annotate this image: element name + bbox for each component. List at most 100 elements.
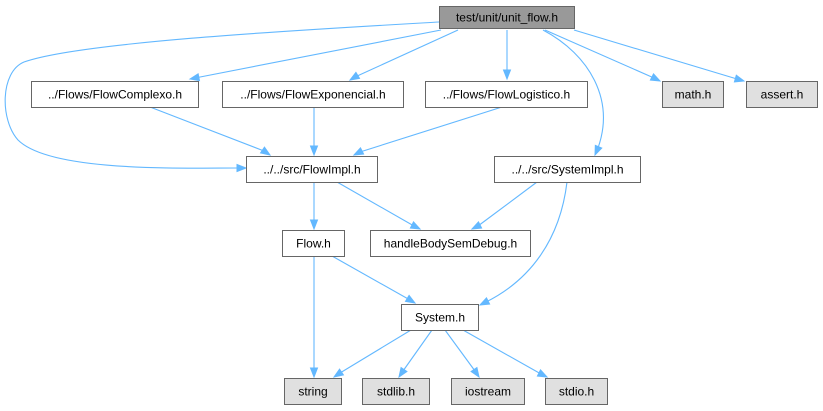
arrowhead-icon xyxy=(348,71,361,81)
arrowhead-icon xyxy=(478,296,491,306)
edge-line xyxy=(336,181,415,227)
node-box xyxy=(401,304,479,331)
node-box xyxy=(222,81,404,108)
node-flow-complexo[interactable]: ../Flows/FlowComplexo.h xyxy=(31,81,199,108)
node-label: test/unit/unit_flow.h xyxy=(456,11,558,25)
arrowhead-icon xyxy=(309,219,319,231)
node-label: ../Flows/FlowExponencial.h xyxy=(240,88,385,102)
arrowhead-icon xyxy=(259,146,272,156)
edge-unit_flow-to-flow_impl xyxy=(4,21,440,173)
edge-system_impl-to-system_h xyxy=(478,181,568,306)
edge-line xyxy=(573,29,738,80)
node-stdlib-h: stdlib.h xyxy=(362,378,430,405)
edge-line xyxy=(149,106,265,152)
edge-system_h-to-stdio_h xyxy=(462,329,549,378)
node-box xyxy=(662,81,724,108)
node-stdio-h: stdio.h xyxy=(545,378,608,405)
node-box xyxy=(362,378,430,405)
edge-line xyxy=(194,29,442,79)
edge-flow_impl-to-flow_h xyxy=(309,182,319,231)
edge-flow_logistico-to-flow_impl xyxy=(352,106,503,156)
edge-line xyxy=(402,329,433,372)
edge-line xyxy=(359,106,503,153)
node-box xyxy=(439,6,575,29)
edge-system_h-to-iostream xyxy=(444,329,480,379)
node-box xyxy=(31,81,199,108)
edge-line xyxy=(542,29,604,149)
node-label: Flow.h xyxy=(296,237,331,251)
edge-line xyxy=(462,329,542,375)
edge-unit_flow-to-assert_h xyxy=(573,29,746,83)
node-box xyxy=(282,230,345,257)
node-flow-logistico[interactable]: ../Flows/FlowLogistico.h xyxy=(425,81,588,108)
node-iostream: iostream xyxy=(451,378,525,405)
node-system-impl[interactable]: ../../src/SystemImpl.h xyxy=(494,156,641,183)
arrowhead-icon xyxy=(649,72,662,82)
arrowhead-icon xyxy=(502,69,512,81)
node-label: assert.h xyxy=(761,88,804,102)
arrowhead-icon xyxy=(309,367,319,379)
edge-line xyxy=(354,29,459,78)
node-string: string xyxy=(284,378,342,405)
node-math-h: math.h xyxy=(662,81,724,108)
edge-flow_impl-to-handle_body xyxy=(336,181,422,230)
edge-unit_flow-to-flow_logistico xyxy=(502,30,512,81)
arrowhead-icon xyxy=(470,220,483,230)
edge-unit_flow-to-flow_exponencial xyxy=(348,29,459,81)
edge-system_h-to-string xyxy=(332,329,412,378)
node-label: ../../src/FlowImpl.h xyxy=(263,163,360,177)
edge-line xyxy=(544,29,655,79)
node-box xyxy=(425,81,588,108)
arrowhead-icon xyxy=(398,366,408,379)
node-label: ../Flows/FlowLogistico.h xyxy=(443,88,570,102)
edge-line xyxy=(331,255,411,301)
node-label: ../../src/SystemImpl.h xyxy=(511,163,623,177)
node-label: stdio.h xyxy=(559,385,594,399)
node-box xyxy=(370,230,531,257)
node-flow-h[interactable]: Flow.h xyxy=(282,230,345,257)
edge-system_h-to-stdlib_h xyxy=(398,329,433,379)
edge-line xyxy=(4,21,440,169)
node-label: iostream xyxy=(465,385,511,399)
edge-flow_h-to-string xyxy=(309,256,319,379)
edge-line xyxy=(444,329,476,372)
node-box xyxy=(746,81,818,108)
node-label: ../Flows/FlowComplexo.h xyxy=(48,88,182,102)
edge-unit_flow-to-flow_complexo xyxy=(188,29,442,82)
node-flow-exponencial[interactable]: ../Flows/FlowExponencial.h xyxy=(222,81,404,108)
arrowhead-icon xyxy=(536,368,549,378)
edge-line xyxy=(477,181,538,227)
node-unit-flow: test/unit/unit_flow.h xyxy=(439,6,575,29)
node-label: string xyxy=(298,385,327,399)
node-label: System.h xyxy=(415,311,465,325)
node-label: stdlib.h xyxy=(377,385,415,399)
arrowhead-icon xyxy=(470,366,480,379)
node-box xyxy=(494,156,641,183)
arrowhead-icon xyxy=(332,368,345,378)
header-nodes: test/unit/unit_flow.h ../Flows/FlowComple… xyxy=(31,6,818,405)
edge-line xyxy=(339,329,412,374)
edge-flow_exponencial-to-flow_impl xyxy=(309,107,319,157)
node-label: handleBodySemDebug.h xyxy=(384,237,517,251)
node-box xyxy=(545,378,608,405)
arrowhead-icon xyxy=(309,145,319,157)
node-box xyxy=(451,378,525,405)
arrowhead-icon xyxy=(236,163,248,173)
arrowhead-icon xyxy=(594,144,603,157)
edge-system_impl-to-handle_body xyxy=(470,181,538,230)
edge-line xyxy=(485,181,568,303)
edge-flow_h-to-system_h xyxy=(331,255,417,304)
edge-unit_flow-to-system_impl xyxy=(542,29,604,157)
dependency-edges xyxy=(4,21,746,379)
node-label: math.h xyxy=(675,88,712,102)
arrowhead-icon xyxy=(404,294,417,304)
node-flow-impl[interactable]: ../../src/FlowImpl.h xyxy=(246,156,378,183)
arrowhead-icon xyxy=(733,74,746,83)
node-handle-body[interactable]: handleBodySemDebug.h xyxy=(370,230,531,257)
node-box xyxy=(246,156,378,183)
arrowhead-icon xyxy=(352,146,365,156)
arrowhead-icon xyxy=(188,72,201,82)
node-system-h[interactable]: System.h xyxy=(401,304,479,331)
edge-unit_flow-to-math_h xyxy=(544,29,662,82)
